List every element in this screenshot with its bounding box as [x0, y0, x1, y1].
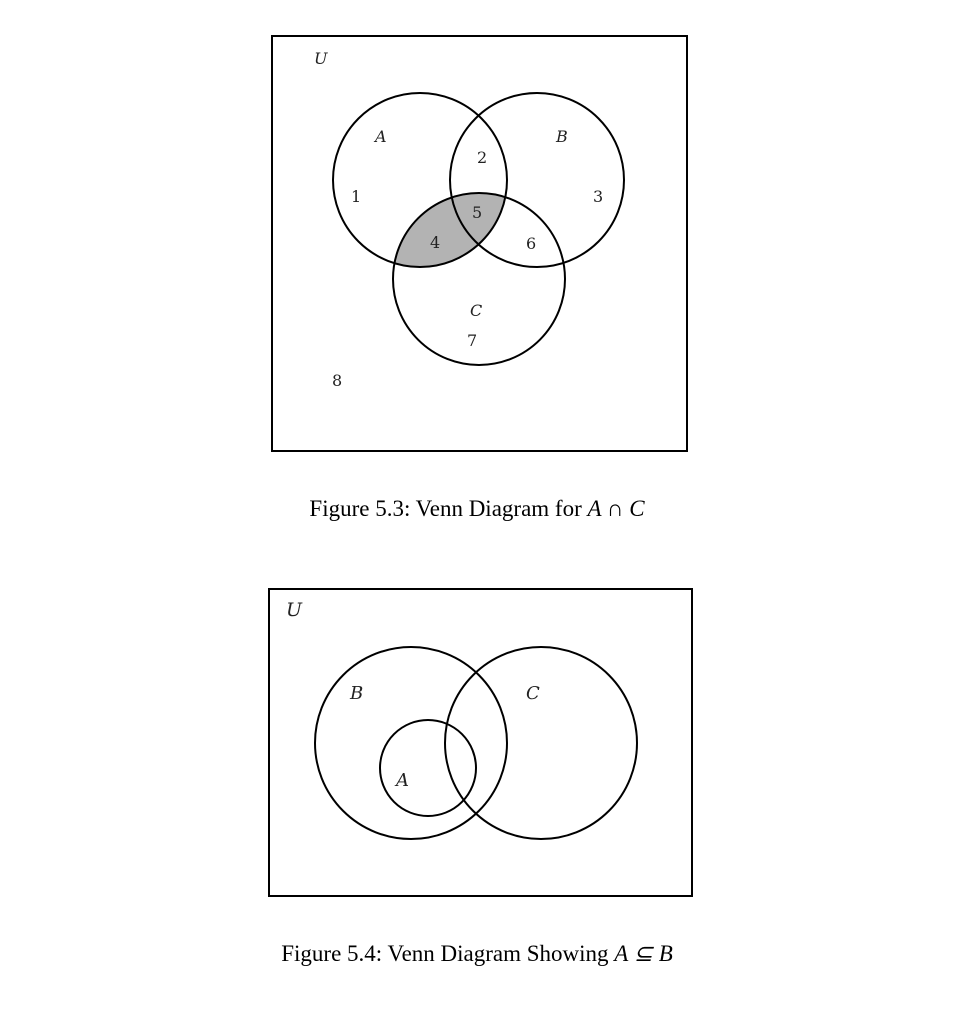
circle-a	[379, 719, 477, 817]
caption-math: A ∩ C	[585, 496, 645, 521]
figure-5-3: U A B C 1 2 3 4 5 6 7 8 Figure 5.3: Venn…	[271, 35, 688, 521]
set-label-a: A	[373, 127, 387, 146]
caption-figure-5-4: Figure 5.4: Venn Diagram Showing A ⊆ B	[281, 941, 673, 966]
region-7: 7	[467, 331, 477, 350]
region-8: 8	[332, 371, 342, 390]
region-6: 6	[526, 234, 536, 253]
set-label-b: B	[555, 127, 568, 146]
circle-a	[332, 92, 508, 268]
universe-label: U	[314, 49, 328, 68]
caption-text: Figure 5.3: Venn Diagram for	[309, 496, 587, 521]
region-5: 5	[472, 203, 482, 222]
shaded-a-intersect-c	[393, 193, 507, 267]
region-3: 3	[593, 187, 603, 206]
caption-text: Figure 5.4: Venn Diagram Showing	[281, 941, 614, 966]
universe-label: U	[286, 599, 303, 621]
circle-b	[314, 646, 508, 840]
circle-c	[392, 192, 566, 366]
caption-math: A ⊆ B	[612, 941, 672, 966]
circle-b	[449, 92, 625, 268]
set-label-c: C	[526, 683, 540, 704]
set-label-a: A	[394, 770, 409, 791]
circle-c	[444, 646, 638, 840]
figure-5-4: U B C A Figure 5.4: Venn Diagram Showing…	[268, 588, 693, 966]
universe-box	[271, 35, 688, 452]
region-4: 4	[430, 233, 440, 252]
set-label-b: B	[349, 683, 363, 704]
caption-figure-5-3: Figure 5.3: Venn Diagram for A ∩ C	[309, 496, 645, 521]
region-2: 2	[477, 148, 487, 167]
region-1: 1	[351, 187, 361, 206]
set-label-c: C	[470, 301, 482, 320]
universe-box	[268, 588, 693, 897]
